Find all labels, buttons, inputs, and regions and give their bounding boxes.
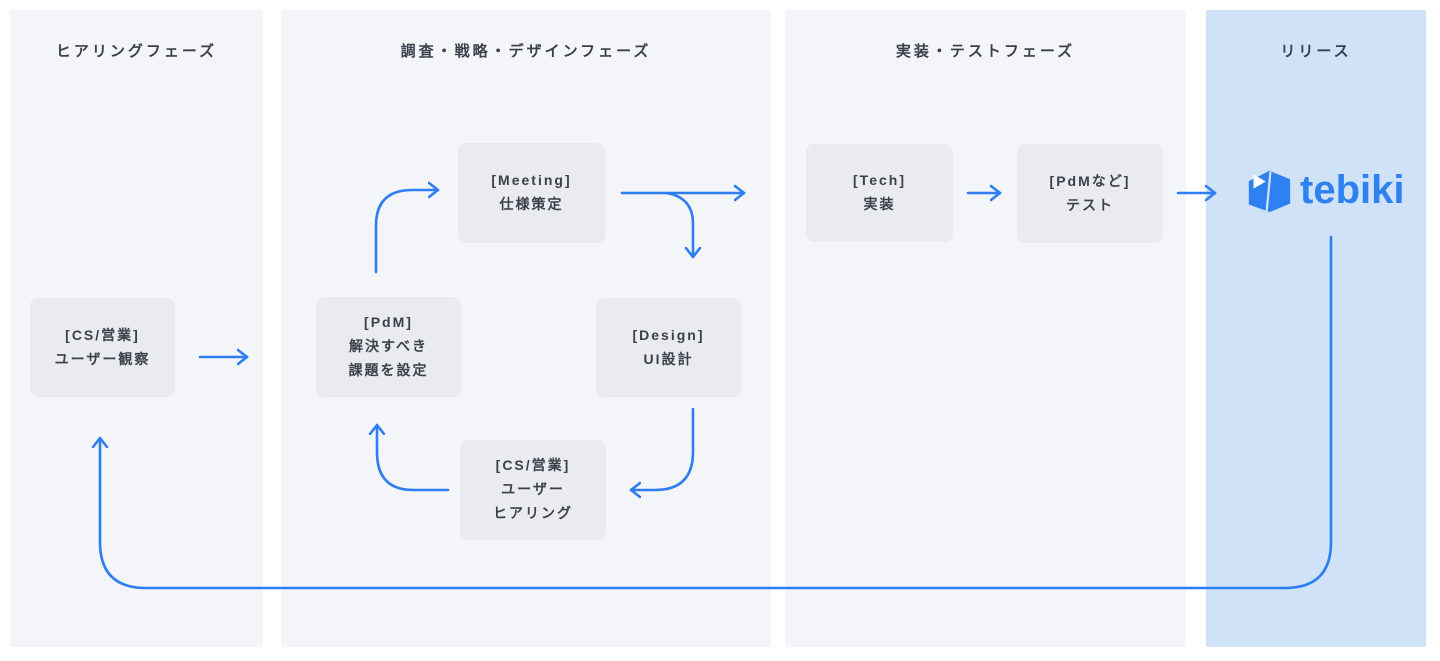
node-user-observation: [CS/営業] ユーザー観察 — [30, 298, 175, 397]
phase-label-research-strategy-design: 調査・戦略・デザインフェーズ — [400, 43, 652, 60]
node-task-label: ユーザー — [501, 481, 565, 498]
node-owner-label: [Tech] — [853, 172, 906, 189]
node-owner-label: [PdM] — [364, 314, 413, 331]
phase-label-hearing: ヒアリングフェーズ — [55, 43, 218, 60]
node-task-label: テスト — [1066, 196, 1114, 213]
phase-label-implementation-test: 実装・テストフェーズ — [895, 43, 1076, 60]
node-design-ui: [Design] UI設計 — [596, 298, 741, 397]
node-owner-label: [Design] — [632, 326, 705, 343]
tebiki-wordmark: tebiki — [1300, 168, 1405, 212]
node-task-label: 解決すべき — [348, 338, 429, 355]
node-task-label: UI設計 — [643, 350, 694, 367]
phase-label-release: リリース — [1280, 43, 1352, 60]
node-tech-implementation: [Tech] 実装 — [806, 144, 953, 242]
node-task-label: 実装 — [863, 196, 896, 212]
node-user-hearing: [CS/営業] ユーザー ヒアリング — [460, 440, 606, 540]
node-meeting-spec: [Meeting] 仕様策定 — [458, 143, 605, 243]
node-pdm-set-issues: [PdM] 解決すべき 課題を設定 — [316, 297, 461, 397]
phase-column-release: リリース — [1206, 10, 1426, 647]
node-owner-label: [Meeting] — [491, 172, 572, 189]
phase-column-implementation-test: 実装・テストフェーズ — [785, 10, 1186, 647]
node-owner-label: [PdMなど] — [1049, 172, 1131, 189]
tebiki-book-icon — [1248, 170, 1291, 213]
node-task-label: ヒアリング — [493, 504, 573, 521]
node-owner-label: [CS/営業] — [65, 326, 140, 343]
node-task-label: ユーザー観察 — [54, 350, 151, 367]
node-pdm-test: [PdMなど] テスト — [1017, 144, 1163, 243]
node-task-label: 課題を設定 — [348, 361, 429, 378]
node-task-label: 仕様策定 — [499, 196, 564, 212]
node-owner-label: [CS/営業] — [495, 457, 571, 474]
tebiki-logo: tebiki — [1246, 165, 1404, 215]
